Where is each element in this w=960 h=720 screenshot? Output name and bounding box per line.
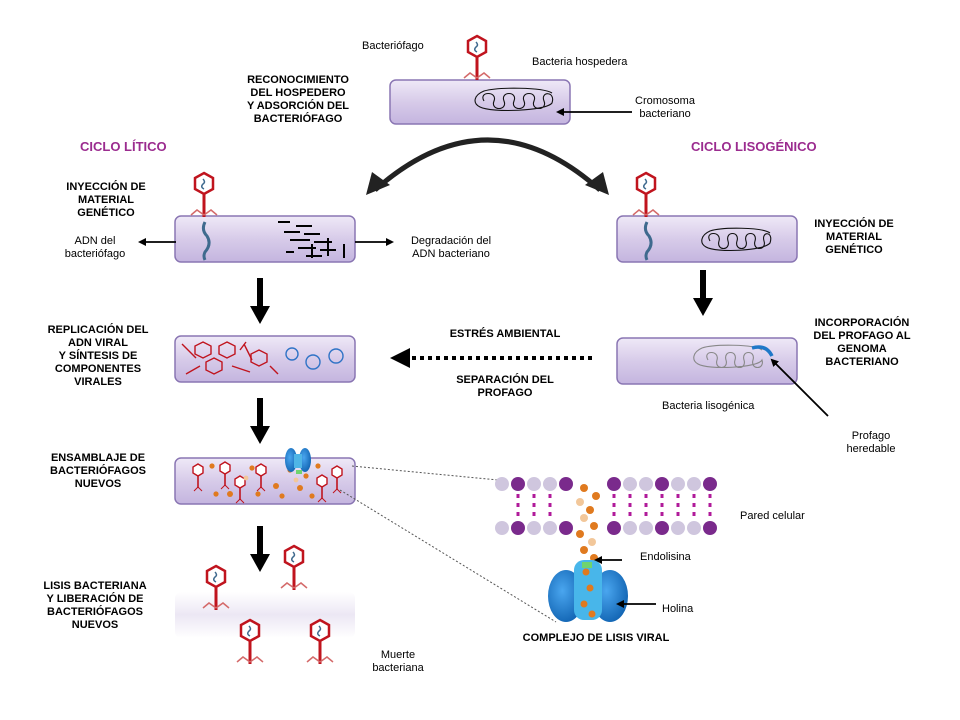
endolysin-molecule [590,522,598,530]
cell-wall-bead [639,477,653,491]
host-bacterium [389,79,571,125]
cycle-choice-arc [373,137,602,192]
endolysin-molecule [576,498,584,506]
viral-capsid-proteins [285,347,344,370]
lytic-assembly-cell [174,448,356,505]
endolysin-in-pore [588,610,596,618]
zoom-connector-top [351,465,499,481]
lysogenic-injection-cell [616,215,798,263]
cell-wall-bead [639,521,653,535]
lysogenic-chromosome [701,227,772,251]
lysed-cell [175,544,355,666]
incorporation-step-label: INCORPORACIÓN DEL PROFAGO AL GENOMA BACT… [813,317,911,368]
viral-heads-and-tails [181,341,279,375]
integrated-prophage [751,345,774,357]
degraded-bacterial-dna [278,221,345,258]
phage-dna-label: ADN del bacteriófago [64,235,126,260]
bacterial-death-label: Muerte bacteriana [372,649,424,674]
recognition-step-label: RECONOCIMIENTO DEL HOSPEDERO Y ADSORCIÓN… [246,74,350,125]
cell-wall-bead [543,521,557,535]
arc-arrowhead-left [366,172,390,195]
holin-gate [582,562,592,568]
cell-wall-bead [623,521,637,535]
endolysin-particles [209,463,321,499]
cell-wall-bead [559,477,573,491]
endolysin-in-pore [580,600,588,608]
cell-wall-bead [687,477,701,491]
endolysin-molecule [592,492,600,500]
environmental-stress-label: ESTRÉS AMBIENTAL [449,328,561,340]
lysogenic-step-arrow [693,270,713,316]
injecting-phage-lytic [189,171,219,219]
cell-wall-bead [559,521,573,535]
cell-wall-bead [543,477,557,491]
chromosome-label: Cromosoma bacteriano [635,95,695,120]
cell-wall-bead [623,477,637,491]
cell-wall-bead [495,477,509,491]
endolysin-in-pore [586,584,594,592]
cell-wall-bead [671,477,685,491]
cell-wall-bead [607,521,621,535]
cell-wall-bead [703,521,717,535]
endolysin-molecule [580,514,588,522]
cell-wall-bead [687,521,701,535]
cell-wall-bead [671,521,685,535]
cell-wall-bead [655,477,669,491]
mini-lysis-complex [285,448,311,472]
lytic-step-arrow-2 [250,398,270,444]
cell-wall-bead [703,477,717,491]
replication-step-label: REPLICACIÓN DEL ADN VIRAL Y SÍNTESIS DE … [47,324,149,388]
lytic-step-arrow-3 [250,526,270,572]
lysis-step-label: LISIS BACTERIANA Y LIBERACIÓN DE BACTERI… [43,580,147,631]
adsorbing-bacteriophage [462,34,492,82]
heritable-prophage-label: Profago heredable [846,430,896,455]
cell-wall-bead [655,521,669,535]
holin-label: Holina [662,603,694,615]
prophage-separation-label: SEPARACIÓN DEL PROFAGO [456,374,554,399]
cell-wall-bead [527,521,541,535]
endolysin-molecule [576,530,584,538]
lysogenic-bacterium [616,337,798,385]
lysis-complex-detail [495,477,717,622]
arc-arrowhead-right [585,172,609,195]
injecting-phage-lysogenic [631,171,661,219]
zoom-connector-bottom [339,489,557,623]
lytic-injection-label: INYECCIÓN DE MATERIAL GENÉTICO [66,181,146,219]
cell-wall-bead [511,477,525,491]
cell-wall-bead [527,477,541,491]
cell-wall-bead [495,521,509,535]
host-bacterium-label: Bacteria hospedera [532,56,628,68]
bacteriophage-label: Bacteriófago [362,40,424,52]
lytic-injection-cell [174,215,356,263]
cell-wall-label: Pared celular [740,510,805,522]
endolysin-molecule [586,506,594,514]
lysogenic-bacterium-label: Bacteria lisogénica [662,400,755,412]
lysis-complex-title: COMPLEJO DE LISIS VIRAL [522,632,670,644]
assembly-step-label: ENSAMBLAJE DE BACTERIÓFAGOS NUEVOS [50,452,146,490]
lytic-replication-cell [174,335,356,383]
lysogenic-cycle-heading: CICLO LISOGÉNICO [691,139,817,154]
endolysin-in-pore [582,568,590,576]
lytic-cycle-heading: CICLO LÍTICO [80,139,167,154]
endolysin-label: Endolisina [640,551,691,563]
cell-wall-bead [511,521,525,535]
bacterial-chromosome [474,87,554,111]
prophage-pointer [770,358,829,417]
endolysin-molecule [580,546,588,554]
lytic-step-arrow-1 [250,278,270,324]
cell-wall-bead [607,477,621,491]
lysogenic-injection-label: INYECCIÓN DE MATERIAL GENÉTICO [814,218,894,256]
injected-phage-dna [201,221,211,261]
endolysin-molecule [580,484,588,492]
endolysin-molecule [588,538,596,546]
degradation-label: Degradación del ADN bacteriano [410,235,492,260]
